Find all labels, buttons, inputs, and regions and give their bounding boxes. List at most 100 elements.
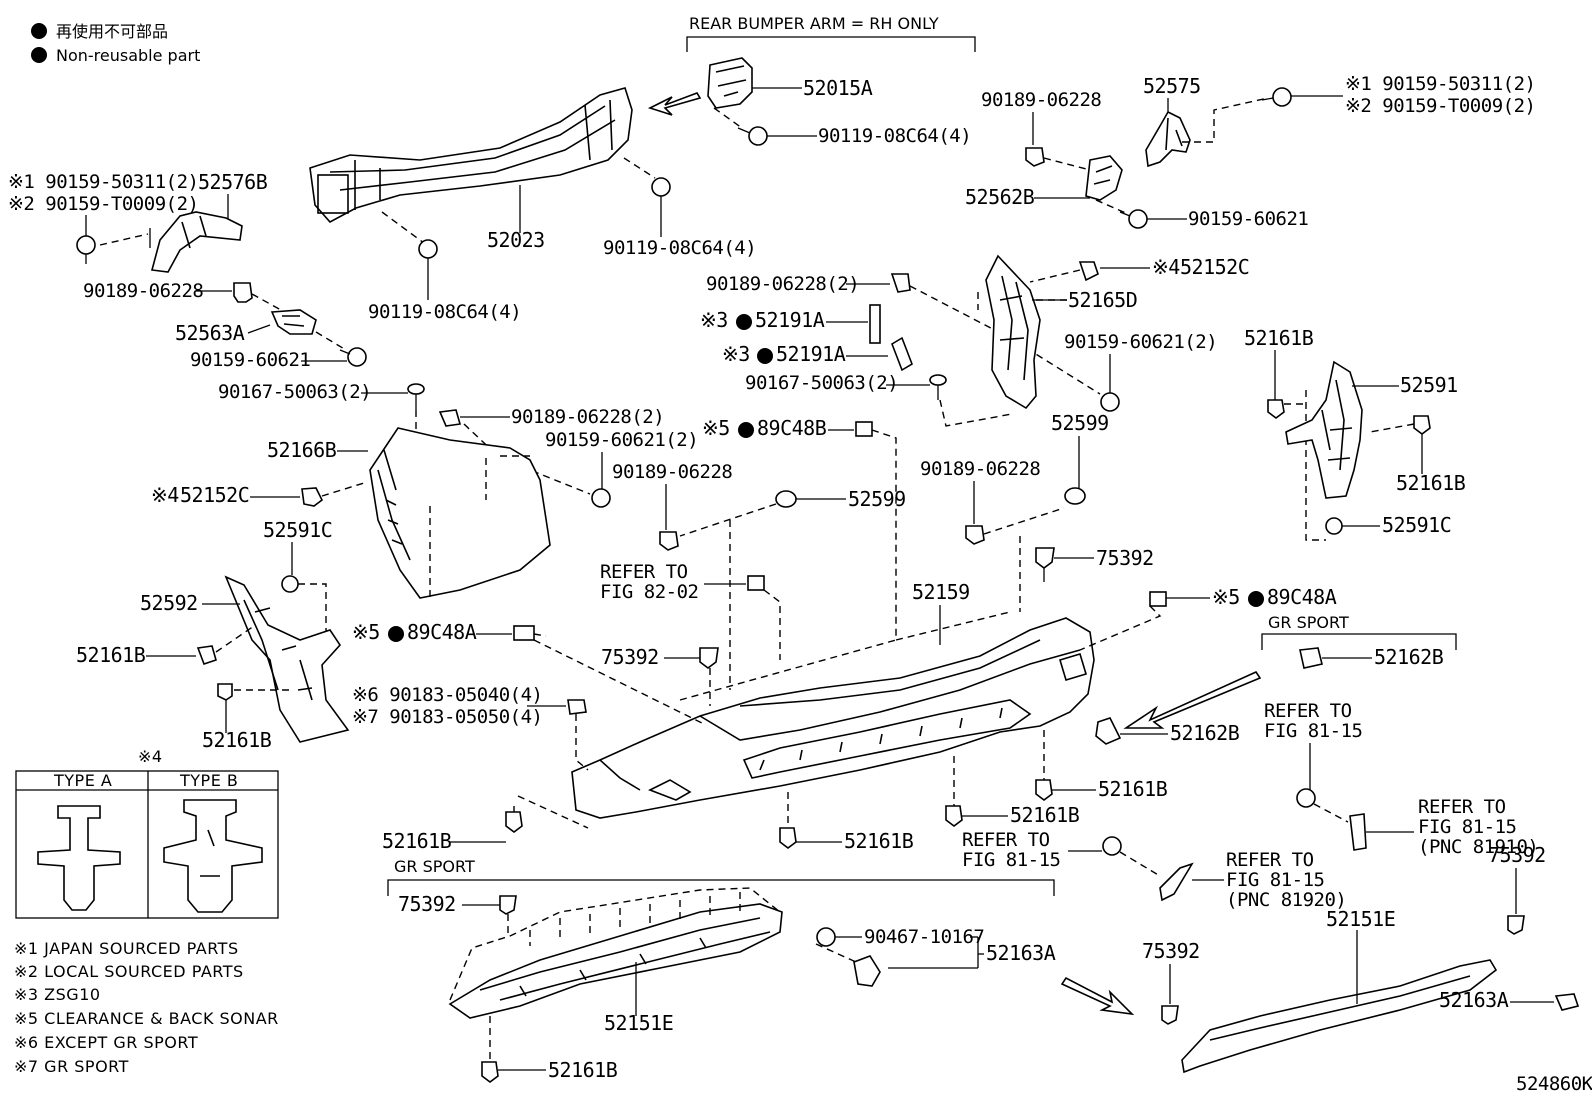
label-90159-r: 90159-60621: [1188, 208, 1308, 230]
note-7: ※7 GR SPORT: [14, 1057, 129, 1076]
non-reusable-dot-icon: [757, 348, 773, 364]
label-52152C-l: 52152C: [180, 483, 249, 507]
label-52161B-b: 52161B: [202, 728, 272, 752]
type-b-label: TYPE B: [179, 771, 238, 790]
direction-arrow-icon: [1060, 976, 1135, 1016]
reflector-shape: [1349, 813, 1367, 851]
label-75392-rr: 75392: [1488, 843, 1546, 867]
label-75392-br: 75392: [1142, 939, 1200, 963]
non-reusable-dot-icon: [736, 314, 752, 330]
label-52563A: 52563A: [175, 321, 245, 345]
screw-icon: [407, 383, 425, 410]
note-3: ※3 ZSG10: [14, 985, 101, 1004]
label-52163A-b: 52163A: [986, 941, 1056, 965]
label-52152C-mark: ※4: [151, 483, 179, 507]
label-52023: 52023: [487, 228, 545, 252]
label-52161B-r1: 52161B: [1244, 326, 1314, 350]
clip-type-a-icon: [37, 805, 121, 911]
clip-icon: [699, 647, 719, 669]
refer-8115-c3: (PNC 81910): [1418, 836, 1538, 858]
label-90167-r: 90167-50063(2): [745, 372, 898, 394]
label-52161B-r2: 52161B: [1396, 471, 1466, 495]
note-1: ※1 JAPAN SOURCED PARTS: [14, 939, 239, 958]
label-75392-b: 75392: [398, 892, 456, 916]
clip-icon: [659, 531, 679, 551]
label-90189-l: 90189-06228: [83, 280, 203, 302]
label-90189-r2: 90189-06228(2): [706, 273, 859, 295]
bolt-icon: [591, 488, 611, 508]
part-52162B-shape: [1299, 647, 1323, 669]
clip-type-b-icon: [163, 799, 263, 913]
bolt-icon: [1102, 836, 1122, 856]
label-90119-top: 90119-08C64(4): [818, 125, 971, 147]
clip-type-box: [15, 770, 279, 919]
label-89C48B: 89C48B: [757, 416, 827, 440]
part-52015A-shape: [707, 57, 753, 109]
label-52152C-r: 52152C: [1180, 255, 1249, 279]
label-90159-l2: 90159-60621(2): [545, 429, 698, 451]
label-52191A-1: 52191A: [755, 308, 825, 332]
label-52599-r: 52599: [1051, 411, 1109, 435]
clip-types-mark: ※4: [138, 747, 163, 766]
non-reusable-dot-icon: [31, 23, 47, 39]
grommet-icon: [775, 490, 797, 508]
clip-icon: [233, 282, 253, 303]
label-89C48A-r: 89C48A: [1267, 585, 1337, 609]
label-52576B-l: ※2 90159-T0009(2): [8, 193, 198, 215]
part-52163A-shape: [1554, 993, 1580, 1011]
clip-icon: [1413, 415, 1431, 435]
label-52591C-r: 52591C: [1382, 513, 1451, 537]
label-52162B-b: 52162B: [1170, 721, 1240, 745]
part-52151E-right-shape: [1181, 959, 1498, 1074]
label-90189-c: 90189-06228: [612, 461, 732, 483]
bolt-icon: [1119, 209, 1148, 229]
part-52163A-shape: [853, 955, 881, 987]
label-89C48A-r-mark: ※5: [1212, 585, 1240, 609]
bolt-icon: [1100, 392, 1120, 412]
label-52161B-a: 52161B: [76, 643, 146, 667]
bolt-icon: [1296, 788, 1316, 808]
label-52191A-2-mark: ※3: [722, 342, 750, 366]
label-90159-l: 90159-60621: [190, 349, 310, 371]
sonar-pad-shape: [869, 304, 881, 344]
bolt-icon: [816, 927, 836, 947]
clip-icon: [481, 1061, 499, 1083]
screw-icon: [217, 683, 233, 701]
legend-en: Non-reusable part: [56, 46, 200, 65]
label-89C48A-l-mark: ※5: [352, 620, 380, 644]
sensor-bracket-shape: [855, 421, 873, 437]
refer-82-1: REFER TO: [600, 561, 688, 583]
grommet-icon: [1064, 487, 1086, 505]
label-52191A-1-mark: ※3: [700, 308, 728, 332]
refer-8115-c2: FIG 81-15: [1418, 816, 1516, 838]
clip-icon: [438, 409, 462, 427]
label-52151E-r: 52151E: [1326, 907, 1395, 931]
label-52576B: 52576B: [198, 170, 268, 194]
bolt-icon: [76, 235, 96, 264]
label-90183-6: ※6 90183-05040(4): [352, 684, 542, 706]
refer-8115-a2: FIG 81-15: [962, 849, 1060, 871]
sensor-bracket-shape: [1149, 591, 1167, 607]
bolt-icon: [339, 347, 367, 367]
label-52162B-a: 52162B: [1374, 645, 1444, 669]
label-52591: 52591: [1400, 373, 1458, 397]
part-52159-bumper-cover: [571, 617, 1095, 819]
reflector-shape: [1159, 862, 1194, 902]
label-52575: 52575: [1143, 74, 1201, 98]
clip-icon: [965, 525, 985, 545]
refer-8115-b1: REFER TO: [1226, 849, 1314, 871]
gr-sport-bottom: GR SPORT: [394, 857, 475, 876]
label-90189-l2: 90189-06228(2): [511, 406, 664, 428]
label-52161B-c1: 52161B: [382, 829, 452, 853]
part-52575-shape: [1145, 110, 1191, 168]
label-52159: 52159: [912, 580, 970, 604]
label-52161B-c4: 52161B: [1098, 777, 1168, 801]
bolt-icon: [651, 177, 671, 208]
label-90189-c2: 90189-06228: [920, 458, 1040, 480]
label-52166B: 52166B: [267, 438, 337, 462]
label-89C48B-mark: ※5: [702, 416, 730, 440]
clip-icon: [1035, 547, 1055, 569]
non-reusable-dot-icon: [31, 47, 47, 63]
